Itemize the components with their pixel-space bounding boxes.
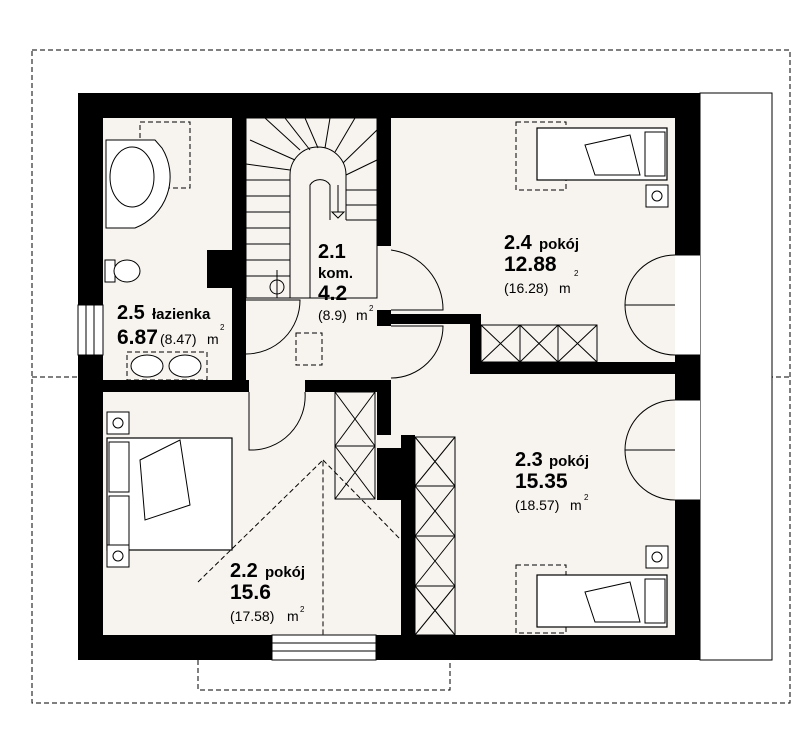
room-number: 2.3	[515, 449, 543, 471]
room-gross-area: (17.58)	[230, 608, 274, 624]
wardrobe-2-3	[414, 436, 456, 636]
room-name: pokój	[265, 564, 305, 581]
room-area: 4.2	[318, 282, 347, 305]
roof-slope-lines	[197, 458, 402, 635]
bed-2-4	[515, 121, 669, 208]
staircase	[245, 117, 378, 299]
room-name: pokój	[539, 236, 579, 253]
room-number: 2.1	[318, 241, 346, 263]
room-label-2-5: 2.5 łazienka 6.87 (8.47) m 2	[117, 302, 225, 349]
room-gross-area: (8.47)	[160, 331, 197, 347]
room-area-unit: m	[570, 497, 582, 513]
room-name: łazienka	[152, 306, 211, 323]
room-area-unit: m	[207, 331, 219, 347]
room-label-2-1: 2.1 kom. 4.2 (8.9) m 2	[318, 241, 374, 323]
room-area-unit-sup: 2	[220, 323, 225, 332]
bed-2-2	[106, 411, 233, 568]
room-name: pokój	[549, 453, 589, 470]
bathtub	[105, 121, 191, 229]
room-label-2-2: 2.2 pokój 15.6 (17.58) m 2	[230, 560, 305, 624]
room-number: 2.2	[230, 560, 258, 582]
room-number: 2.5	[117, 302, 145, 324]
washbasins	[126, 351, 208, 381]
lower-roof-outline	[197, 660, 451, 691]
room-area-unit-sup: 2	[584, 493, 589, 502]
bed-2-3	[515, 545, 669, 634]
room-area-unit-sup: 2	[300, 605, 305, 614]
attic-hatch	[295, 332, 323, 366]
toilet	[104, 259, 141, 283]
right-terrace	[699, 92, 773, 661]
room-area: 6.87	[117, 326, 158, 349]
interior-walls	[103, 118, 700, 658]
windows	[77, 254, 700, 661]
room-number: 2.4	[504, 232, 533, 254]
room-gross-area: (8.9)	[318, 307, 347, 323]
room-area-unit-sup: 2	[574, 269, 579, 278]
room-area-unit: m	[559, 280, 571, 296]
room-label-2-3: 2.3 pokój 15.35 (18.57) m 2	[515, 449, 589, 513]
room-name: kom.	[318, 265, 353, 282]
room-gross-area: (18.57)	[515, 497, 559, 513]
roof-outline	[31, 49, 791, 704]
room-area: 15.6	[230, 581, 271, 604]
room-gross-area: (16.28)	[504, 280, 548, 296]
room-area: 12.88	[504, 253, 557, 276]
room-area: 15.35	[515, 470, 568, 493]
door-swings	[245, 249, 676, 501]
wardrobe-2-4	[480, 324, 598, 363]
room-area-unit-sup: 2	[369, 304, 374, 313]
room-area-unit: m	[356, 307, 368, 323]
room-area-unit: m	[287, 608, 299, 624]
wardrobe-hall	[334, 391, 376, 500]
room-label-2-4: 2.4 pokój 12.88 (16.28) m 2	[504, 232, 579, 296]
